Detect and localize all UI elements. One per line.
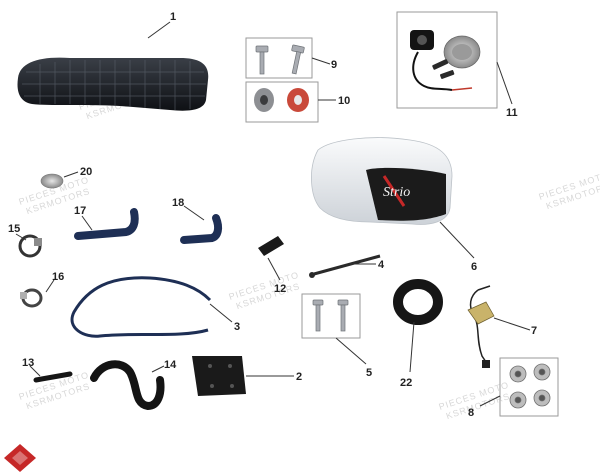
callout-9: 9 xyxy=(331,59,337,71)
callout-7: 7 xyxy=(531,325,537,337)
clamp-part-15 xyxy=(18,234,42,258)
bracket-part-12 xyxy=(258,236,284,256)
leader-line xyxy=(183,205,205,221)
leader-line xyxy=(81,215,93,231)
callout-1: 1 xyxy=(170,11,176,23)
leader-line xyxy=(496,61,513,105)
callout-3: 3 xyxy=(234,321,240,333)
hose-part-14 xyxy=(90,360,165,411)
callout-18: 18 xyxy=(172,197,184,209)
leader-line xyxy=(209,303,233,323)
seat-part xyxy=(17,57,209,111)
callout-16: 16 xyxy=(52,271,64,283)
callout-4: 4 xyxy=(378,259,385,271)
leader-line xyxy=(151,365,165,373)
leader-line xyxy=(439,221,475,259)
callout-6: 6 xyxy=(471,261,477,273)
leader-line xyxy=(15,233,27,241)
callout-17: 17 xyxy=(74,205,86,217)
fuel-tank-part-6: Strio xyxy=(311,137,453,225)
fuel-line-part-3 xyxy=(70,276,212,338)
tank-logo: Strio xyxy=(383,185,410,200)
hose-part-18 xyxy=(180,214,223,244)
rubber-mounts-part-10 xyxy=(254,88,309,112)
callout-8: 8 xyxy=(468,407,474,419)
lock-set-part-11 xyxy=(410,30,481,91)
gasket-part-22 xyxy=(393,279,443,325)
leader-line xyxy=(479,395,501,407)
hose-part-13 xyxy=(33,371,73,383)
callout-20: 20 xyxy=(80,166,92,178)
leader-line xyxy=(409,321,415,373)
callout-15: 15 xyxy=(8,223,20,235)
part-5-box xyxy=(301,293,361,339)
callout-12: 12 xyxy=(274,283,286,295)
bolts-part-9 xyxy=(255,44,305,75)
callout-22: 22 xyxy=(400,377,412,389)
callout-13: 13 xyxy=(22,357,34,369)
part-11-box xyxy=(396,11,498,109)
ksr-logo-icon xyxy=(4,444,36,472)
callout-10: 10 xyxy=(338,95,350,107)
leader-line xyxy=(29,365,41,377)
bolts-part-5 xyxy=(312,299,349,332)
part-8-box xyxy=(499,357,559,417)
plate-part-2 xyxy=(192,356,246,396)
leader-line xyxy=(45,279,55,293)
rod-part-4 xyxy=(309,254,381,278)
leader-line xyxy=(335,337,367,365)
clamp-part-16 xyxy=(20,288,43,308)
leader-line xyxy=(63,171,79,178)
callout-2: 2 xyxy=(296,371,302,383)
fuel-sensor-part-7 xyxy=(467,285,495,368)
part-10-box xyxy=(245,81,319,123)
nuts-part-8 xyxy=(509,363,551,409)
callout-11: 11 xyxy=(506,107,518,119)
leader-line xyxy=(147,21,171,39)
callout-5: 5 xyxy=(366,367,372,379)
hose-part-17 xyxy=(74,208,139,240)
leader-line xyxy=(267,257,281,281)
part-9-box xyxy=(245,37,313,79)
cap-part-20 xyxy=(40,173,64,189)
callout-14: 14 xyxy=(164,359,177,371)
leader-line xyxy=(311,57,331,65)
leader-line xyxy=(493,317,531,331)
